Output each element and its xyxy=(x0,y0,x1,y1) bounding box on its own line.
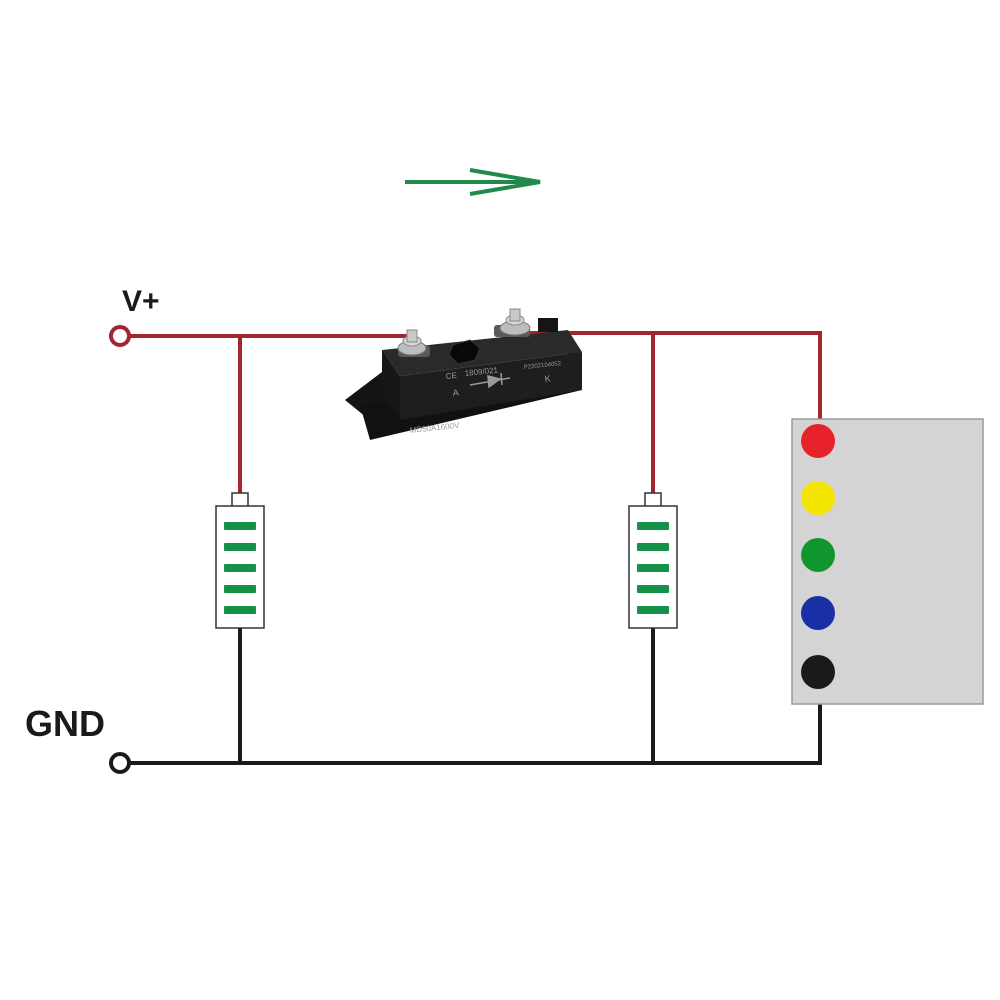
module-anode-label: A xyxy=(452,387,459,398)
module-marking-serial: P2202104052 xyxy=(524,361,562,371)
ground-terminal-label: GND xyxy=(25,703,105,744)
load-panel xyxy=(791,418,984,705)
positive-terminal-icon[interactable] xyxy=(109,325,131,347)
resistor-right xyxy=(628,492,678,629)
right-arrow-icon xyxy=(405,168,541,196)
diode-module: CE 1809/021 P2202104052 A K MD50A1600V xyxy=(345,308,582,440)
port-black[interactable] xyxy=(801,655,835,689)
ground-wire xyxy=(128,626,822,765)
module-cathode-label: K xyxy=(544,373,551,384)
module-marking-batch: 1809/021 xyxy=(464,365,499,377)
ground-terminal-icon[interactable] xyxy=(109,752,131,774)
port-green[interactable] xyxy=(801,538,835,572)
port-red[interactable] xyxy=(801,424,835,458)
port-yellow[interactable] xyxy=(801,481,835,515)
resistor-left xyxy=(215,492,265,629)
module-marking-ce: CE xyxy=(445,371,457,381)
port-blue[interactable] xyxy=(801,596,835,630)
positive-terminal-label: V+ xyxy=(122,285,160,318)
positive-wire xyxy=(128,331,822,494)
diode-symbol-icon xyxy=(469,372,511,389)
